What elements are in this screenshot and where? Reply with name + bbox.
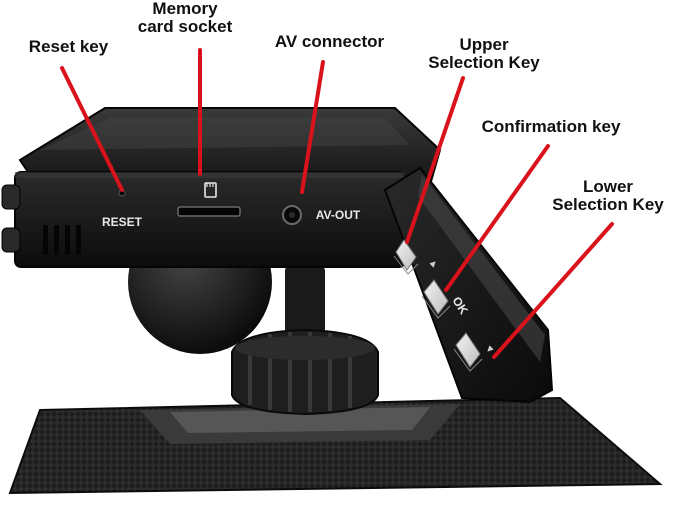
label-reset-key: Reset key (16, 38, 121, 56)
mount-stand (231, 265, 379, 416)
label-lower-selection-key: Lower Selection Key (538, 178, 678, 214)
pointer-reset (60, 66, 124, 192)
label-av-connector-text: AV connector (274, 32, 385, 51)
label-memory-line2: card socket (137, 17, 233, 36)
camera-body (1, 107, 442, 268)
label-upper-line2: Selection Key (428, 53, 540, 72)
pointer-av (300, 60, 325, 194)
label-upper-selection-key: Upper Selection Key (414, 36, 554, 72)
label-upper-line1: Upper (459, 35, 509, 54)
label-lower-line2: Selection Key (552, 195, 664, 214)
label-reset-key-text: Reset key (28, 37, 109, 56)
label-av-connector: AV connector (262, 33, 397, 51)
upper-selection-button[interactable] (393, 239, 419, 275)
label-confirmation-key: Confirmation key (466, 118, 636, 136)
label-memory-card-socket: Memory card socket (125, 0, 245, 36)
label-confirmation-key-text: Confirmation key (481, 117, 621, 136)
screen-panel (383, 166, 554, 404)
av-out-print: AV-OUT (316, 208, 361, 222)
pointer-confirmation (444, 144, 550, 292)
pointer-lines (60, 48, 614, 359)
reset-print: RESET (102, 215, 143, 229)
confirmation-button[interactable] (421, 279, 451, 319)
lower-selection-button[interactable] (453, 332, 483, 372)
pointer-lower (492, 222, 614, 359)
pointer-upper (405, 76, 465, 244)
label-lower-line1: Lower (582, 177, 634, 196)
sd-card-icon (204, 182, 217, 198)
mount-mat (8, 396, 663, 495)
av-jack-core (289, 212, 295, 218)
memory-card-slot[interactable] (177, 206, 241, 217)
label-memory-line1: Memory (152, 0, 218, 18)
